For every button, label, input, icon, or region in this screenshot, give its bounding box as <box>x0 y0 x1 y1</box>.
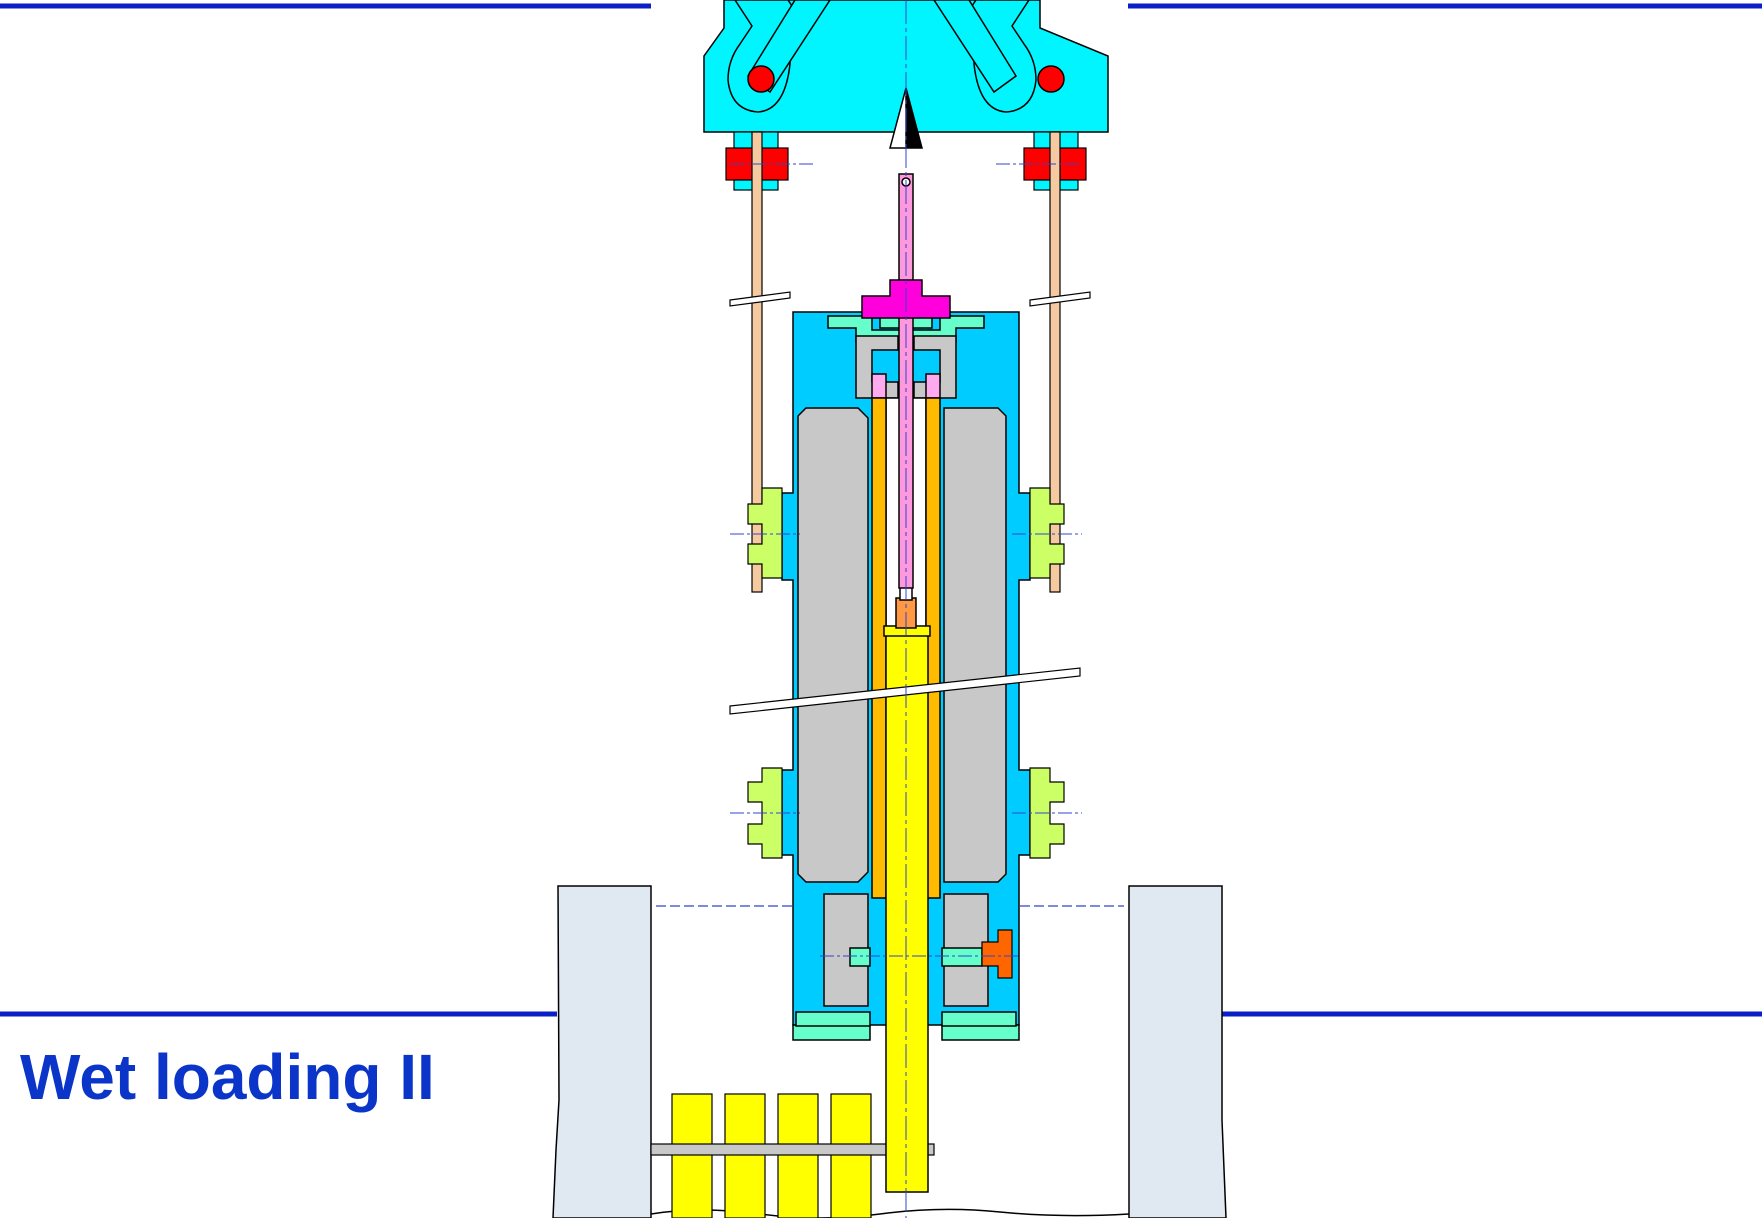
bottom-flange-left <box>795 1011 871 1027</box>
drain-valve-body <box>981 929 1013 979</box>
bottom-lid-right <box>941 1024 1020 1041</box>
rack-bar <box>650 1143 935 1156</box>
trunnion-upper-left <box>747 487 783 579</box>
yoke-pin-right <box>1037 65 1065 93</box>
pool-wall-right <box>1128 885 1227 1218</box>
fuel-assembly <box>830 1093 872 1218</box>
drain-valve <box>981 929 1013 979</box>
fuel-assembly <box>724 1093 766 1218</box>
lifting-yoke <box>703 0 1109 149</box>
break-rods-left <box>729 291 791 307</box>
sling-rods <box>751 131 1061 593</box>
fuel-assembly <box>671 1093 713 1218</box>
pool-wall-left <box>552 885 652 1218</box>
trunnion-axis-lines <box>730 163 1082 957</box>
fuel-column <box>885 631 929 1193</box>
shield-right <box>943 407 1007 883</box>
slide-title: Wet loading II <box>20 1041 435 1113</box>
yoke-pin-left <box>747 65 775 93</box>
sling-rod-right <box>1049 131 1061 593</box>
break-rods-right <box>1029 291 1091 307</box>
sling-rod-left <box>751 131 763 593</box>
seal-right <box>925 373 941 399</box>
trunnion-upper-right <box>1029 487 1065 579</box>
pool-floor-break <box>650 1208 1130 1218</box>
yoke-link-right <box>933 0 1018 94</box>
seal-left <box>871 373 887 399</box>
fuel-rack <box>650 1093 935 1218</box>
slide-rule-lines <box>0 3 1762 1017</box>
bottom-lid-left <box>792 1024 871 1041</box>
valve-connector-right <box>941 947 983 967</box>
loaded-fuel-assembly <box>883 585 931 1193</box>
break-lines <box>729 291 1091 715</box>
valve-connector-left <box>849 947 871 967</box>
bottom-flange-right <box>941 1011 1017 1027</box>
liner-left <box>871 397 887 899</box>
break-cask <box>729 667 1081 715</box>
pool-walls <box>552 885 1227 1218</box>
shield-left <box>797 407 869 883</box>
fuel-assembly <box>777 1093 819 1218</box>
